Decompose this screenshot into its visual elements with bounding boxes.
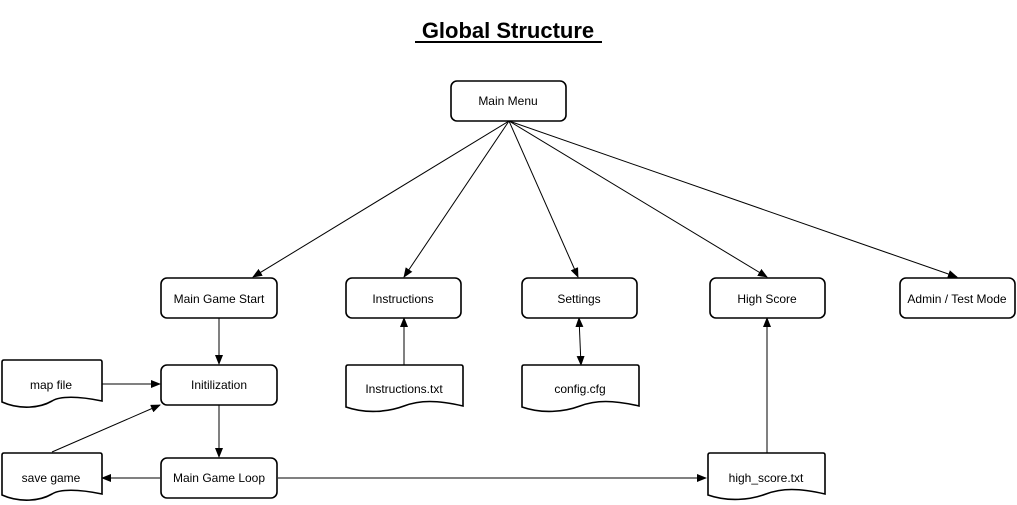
edge-save-game-to-initilization xyxy=(51,404,161,453)
node-settings: Settings xyxy=(521,277,638,319)
node-config-cfg-label: config.cfg xyxy=(554,382,605,396)
node-initilization: Initilization xyxy=(160,364,278,406)
node-map-file: map file xyxy=(1,359,103,408)
node-save-game-shape xyxy=(1,452,103,501)
node-main-game-start-label: Main Game Start xyxy=(174,292,265,306)
edges xyxy=(51,120,958,482)
node-instructions-box xyxy=(345,277,462,319)
node-admin-test-mode-label: Admin / Test Mode xyxy=(907,292,1006,306)
edge-menu-to-admin-test-mode xyxy=(508,120,958,278)
node-admin-test-mode: Admin / Test Mode xyxy=(899,277,1016,319)
node-config-cfg-shape xyxy=(521,364,640,413)
node-high-score-box xyxy=(709,277,826,319)
node-settings-label: Settings xyxy=(557,292,600,306)
node-main-game-loop-box xyxy=(160,457,278,499)
node-high-score-txt: high_score.txt xyxy=(707,452,826,501)
node-main-game-loop: Main Game Loop xyxy=(160,457,278,499)
node-map-file-shape xyxy=(1,359,103,408)
node-config-cfg: config.cfg xyxy=(521,364,640,413)
edge-menu-to-high-score xyxy=(508,120,768,278)
node-main-game-loop-label: Main Game Loop xyxy=(173,471,265,485)
node-high-score-txt-label: high_score.txt xyxy=(729,471,804,485)
node-high-score: High Score xyxy=(709,277,826,319)
node-main-game-start: Main Game Start xyxy=(160,277,278,319)
node-instructions: Instructions xyxy=(345,277,462,319)
node-main-menu-box xyxy=(450,80,567,122)
edge-menu-to-main-game-start xyxy=(252,120,510,278)
node-initilization-box xyxy=(160,364,278,406)
edge-config-cfg-settings-bidirectional xyxy=(575,317,585,366)
diagram-title: Global Structure xyxy=(415,18,602,43)
node-save-game-label: save game xyxy=(22,471,81,485)
node-main-menu: Main Menu xyxy=(450,80,567,122)
node-instructions-txt: Instructions.txt xyxy=(345,364,464,413)
node-main-game-start-box xyxy=(160,277,278,319)
node-save-game: save game xyxy=(1,452,103,501)
diagram-title-text: Global Structure xyxy=(422,18,594,43)
node-instructions-label: Instructions xyxy=(372,292,433,306)
node-settings-box xyxy=(521,277,638,319)
node-initilization-label: Initilization xyxy=(191,378,247,392)
edge-menu-to-instructions xyxy=(403,120,510,278)
node-main-menu-label: Main Menu xyxy=(478,94,537,108)
node-high-score-label: High Score xyxy=(737,292,797,306)
node-map-file-label: map file xyxy=(30,378,72,392)
node-instructions-txt-label: Instructions.txt xyxy=(365,382,443,396)
node-high-score-txt-shape xyxy=(707,452,826,501)
node-admin-test-mode-box xyxy=(899,277,1016,319)
edge-menu-to-settings xyxy=(508,120,579,278)
node-instructions-txt-shape xyxy=(345,364,464,413)
